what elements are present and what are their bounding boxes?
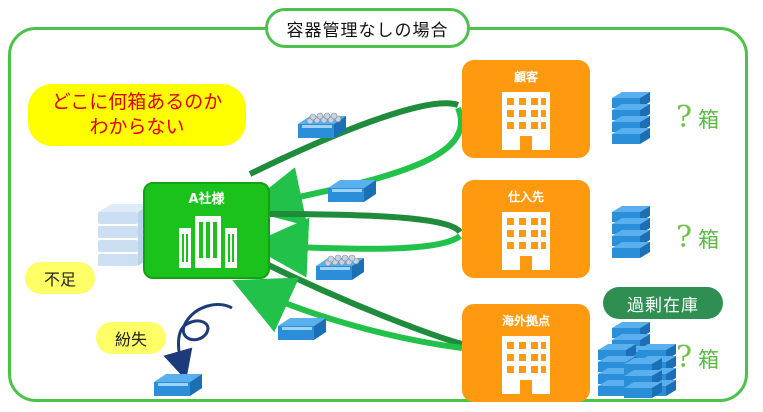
bubble-line-1: どこに何箱あるのか <box>51 91 223 113</box>
unit-label: 箱 <box>698 348 720 372</box>
excess-inventory-badge: 過剰在庫 <box>603 287 723 319</box>
supplier-label: 仕入先 <box>507 190 544 204</box>
overseas-excess-stack-icon <box>598 322 676 398</box>
customer-label: 顧客 <box>513 70 538 84</box>
customer-stock-stack-icon <box>612 92 650 144</box>
diagram-title: 容器管理なしの場合 <box>265 8 470 48</box>
office-building-icon <box>179 216 237 268</box>
lost-container-icon <box>154 374 202 396</box>
overseas-base-node: 海外拠点 <box>462 304 590 402</box>
full-container-icon <box>298 113 346 138</box>
arrow-from-customer <box>242 106 464 226</box>
supplier-unknown-count: ? 箱 <box>676 220 719 255</box>
company-a-node: A社様 <box>143 182 270 279</box>
arrow-from-overseas <box>232 277 463 351</box>
unknown-location-bubble: どこに何箱あるのか わからない <box>28 84 246 146</box>
overseas-base-label: 海外拠点 <box>501 314 550 328</box>
company-a-label: A社様 <box>188 192 225 207</box>
lost-bubble: 紛失 <box>96 322 166 354</box>
arrow-from-supplier <box>248 217 462 278</box>
office-building-icon <box>502 212 550 270</box>
unit-label: 箱 <box>698 108 720 132</box>
empty-container-icon <box>278 318 326 340</box>
question-mark-icon: ? <box>676 340 693 375</box>
overseas-unknown-count: ? 箱 <box>676 340 719 375</box>
supplier-stock-stack-icon <box>612 206 650 258</box>
arrow-to-supplier <box>269 211 463 235</box>
customer-node: 顧客 <box>462 60 590 158</box>
unit-label: 箱 <box>698 228 720 252</box>
bubble-line-2: わからない <box>89 116 185 138</box>
supplier-node: 仕入先 <box>462 180 590 278</box>
office-building-icon <box>502 336 550 394</box>
question-mark-icon: ? <box>676 100 693 135</box>
question-mark-icon: ? <box>676 220 693 255</box>
full-container-icon <box>316 255 364 280</box>
lost-loop-arrow <box>163 303 233 381</box>
arrow-to-customer <box>248 100 460 177</box>
empty-container-icon <box>328 180 376 202</box>
customer-unknown-count: ? 箱 <box>676 100 719 135</box>
shortage-bubble: 不足 <box>25 262 95 294</box>
office-building-icon <box>502 92 550 150</box>
